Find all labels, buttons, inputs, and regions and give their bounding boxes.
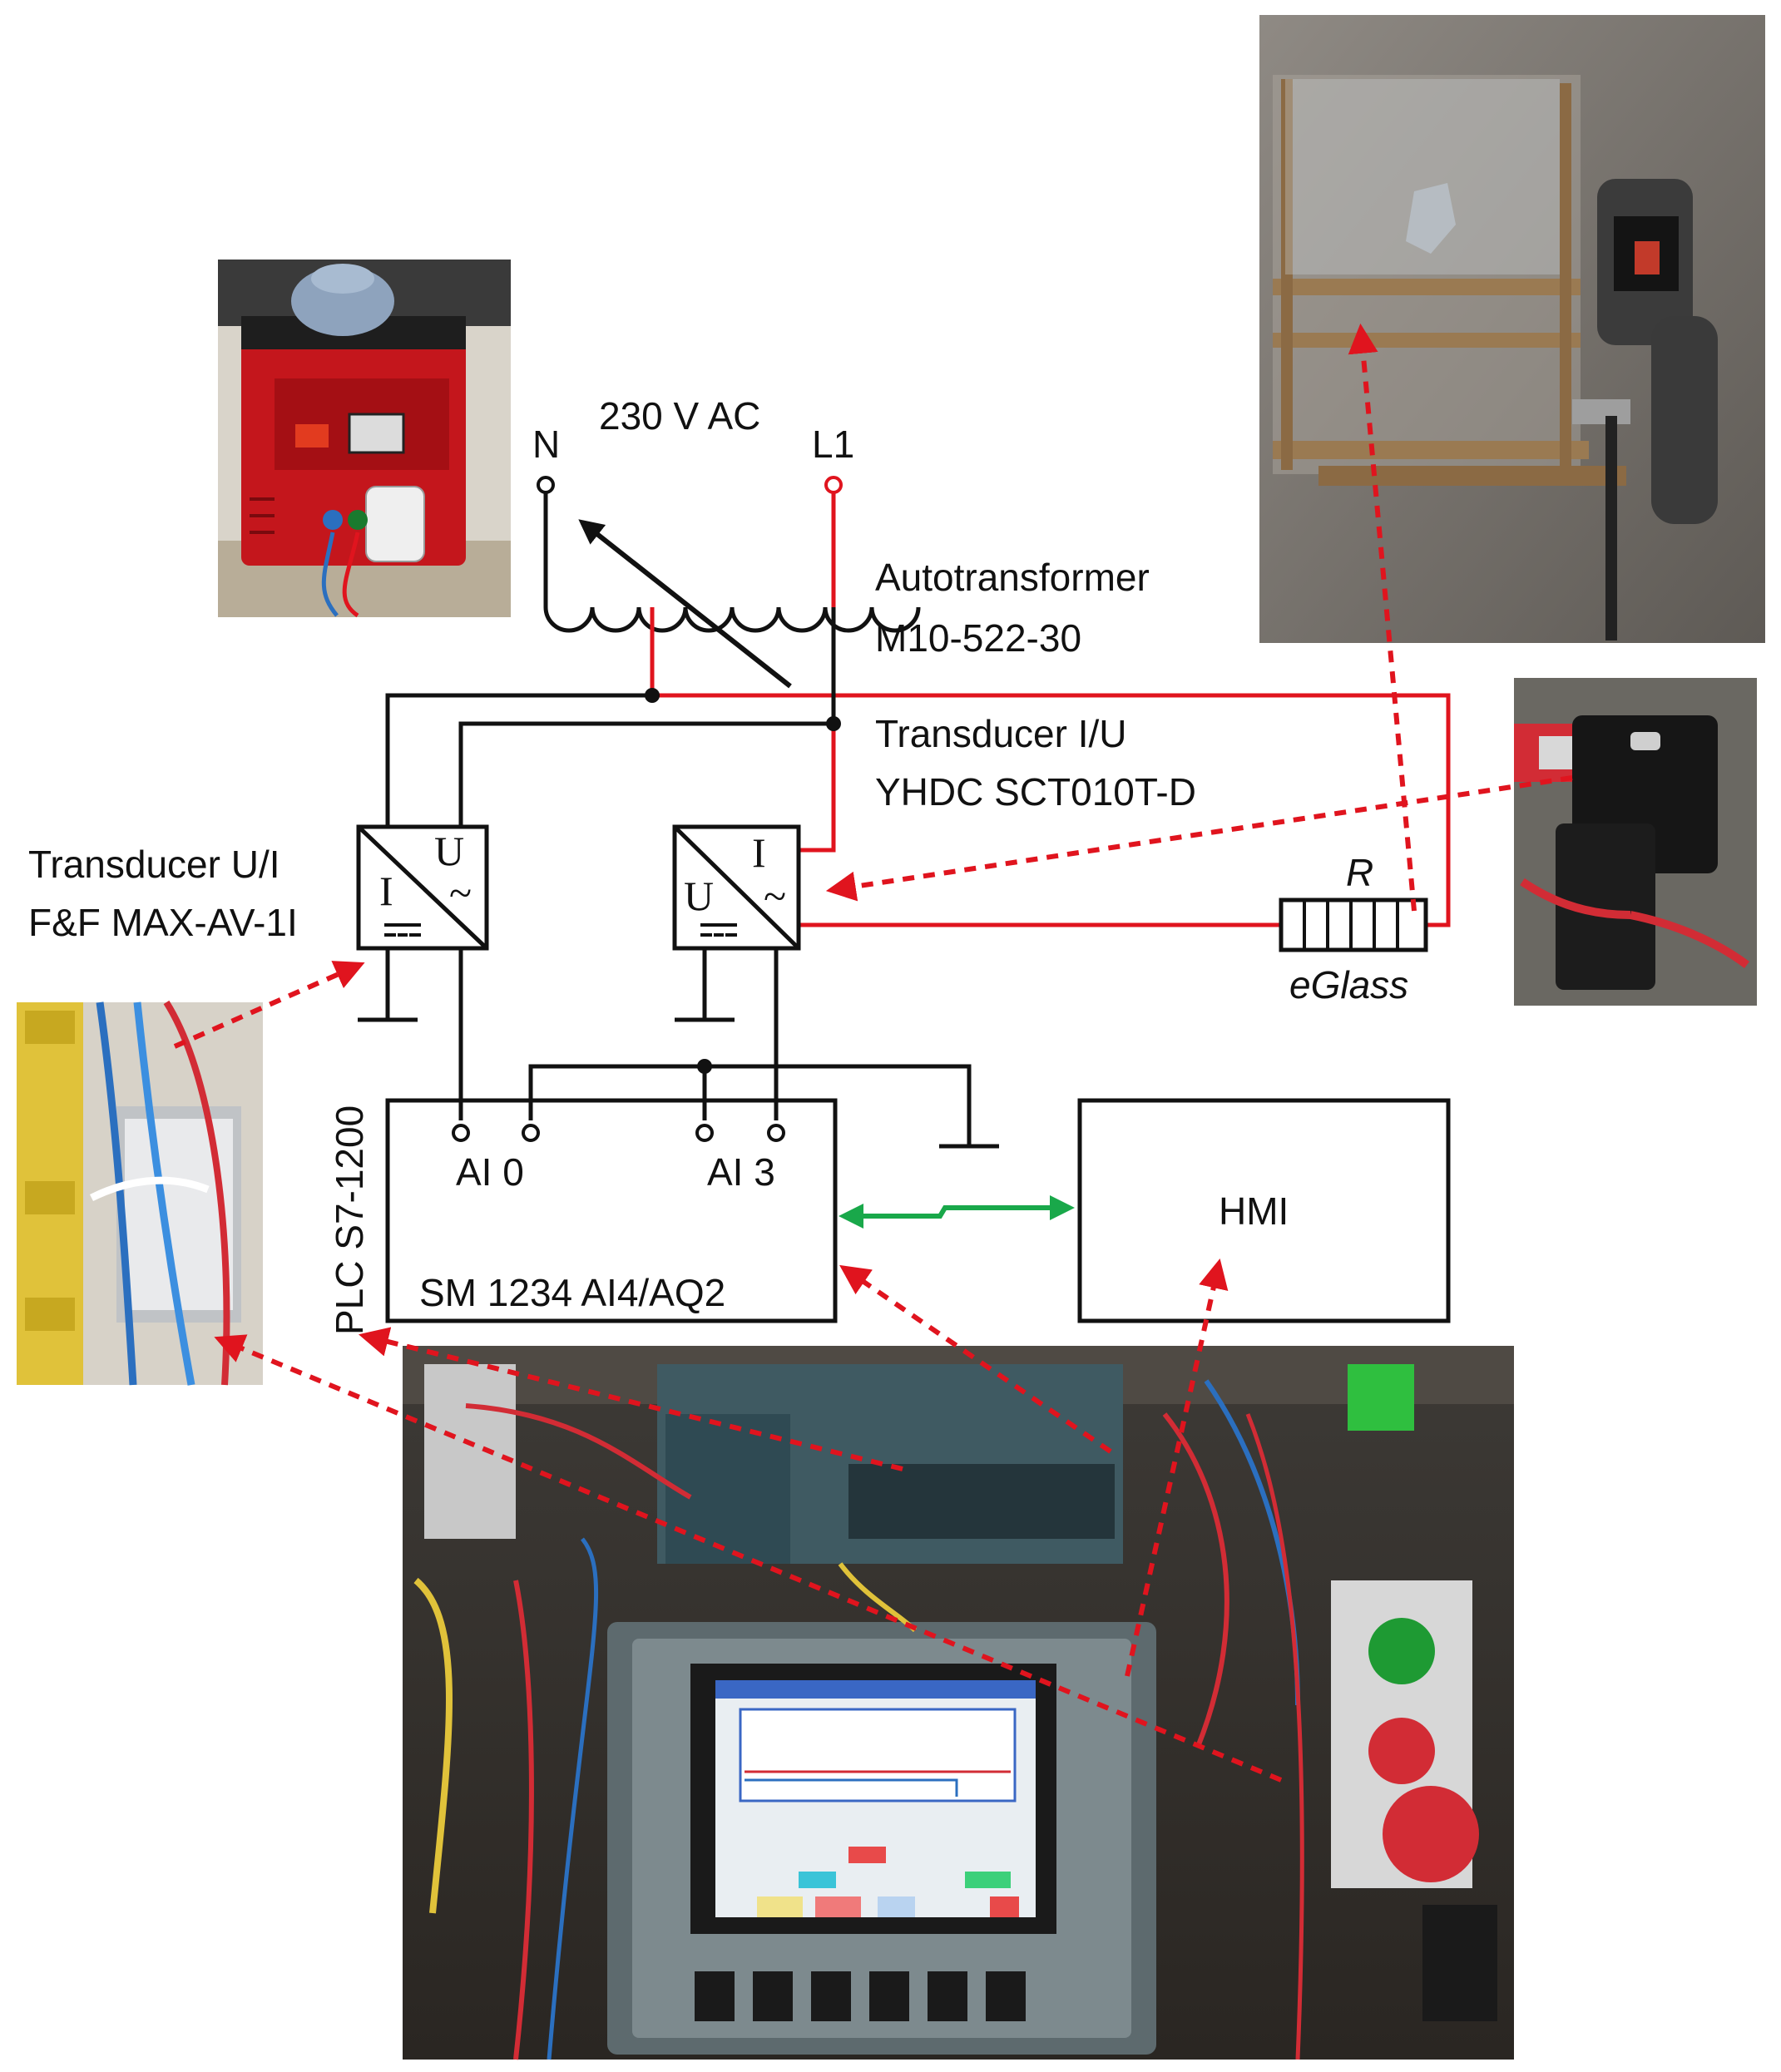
plc-module-box (385, 1098, 838, 1323)
transducer-iu-label: Transducer I/U (875, 712, 1127, 755)
transducer-ui-symbol: U I ~ (356, 824, 489, 951)
hmi-box (1077, 1098, 1451, 1323)
autotransformer-symbol (537, 476, 921, 689)
wiring (358, 607, 1451, 1149)
plc-module-label: SM 1234 AI4/AQ2 (419, 1271, 725, 1314)
transducer-ui-sym-in: U (434, 828, 464, 874)
autotransformer-label: Autotransformer (875, 556, 1150, 599)
load-name: eGlass (1289, 963, 1408, 1006)
current-clamp-photo (1514, 678, 1757, 1006)
transducer-ui-label: Transducer U/I (28, 843, 280, 886)
n-terminal-label: N (532, 423, 560, 466)
tap-arrow (578, 519, 792, 689)
transducer-ui-sym-ac: ~ (449, 869, 472, 916)
transducer-ui-model: F&F MAX-AV-1I (28, 901, 298, 944)
eglass-resistor (1279, 898, 1428, 952)
l1-terminal-label: L1 (812, 423, 854, 466)
supply-label: 230 V AC (599, 394, 760, 438)
load-symbol: R (1346, 851, 1373, 894)
control-cabinet-plc-hmi-photo (403, 1346, 1514, 2060)
ai3-label: AI 3 (707, 1150, 775, 1194)
autotransformer-model: M10-522-30 (875, 616, 1081, 660)
transducer-ui-sym-out: I (379, 868, 393, 914)
plc-name-label: PLC S7-1200 (328, 1105, 371, 1335)
autotransformer-photo (218, 260, 511, 618)
thermal-camera-eglass-photo (1259, 15, 1765, 643)
photo-pointers (173, 323, 1573, 1783)
transducer-iu-sym-in: I (752, 829, 766, 876)
transducer-iu-symbol: I U ~ (672, 824, 801, 951)
transducer-iu-sym-out: U (684, 873, 714, 919)
ai0-label: AI 0 (456, 1150, 524, 1194)
hmi-label: HMI (1219, 1189, 1289, 1233)
transducer-iu-sym-ac: ~ (764, 873, 786, 919)
transducer-iu-model: YHDC SCT010T-D (875, 770, 1196, 813)
plc-hmi-link (839, 1195, 1075, 1229)
transducer-terminal-photo (17, 1000, 263, 1386)
